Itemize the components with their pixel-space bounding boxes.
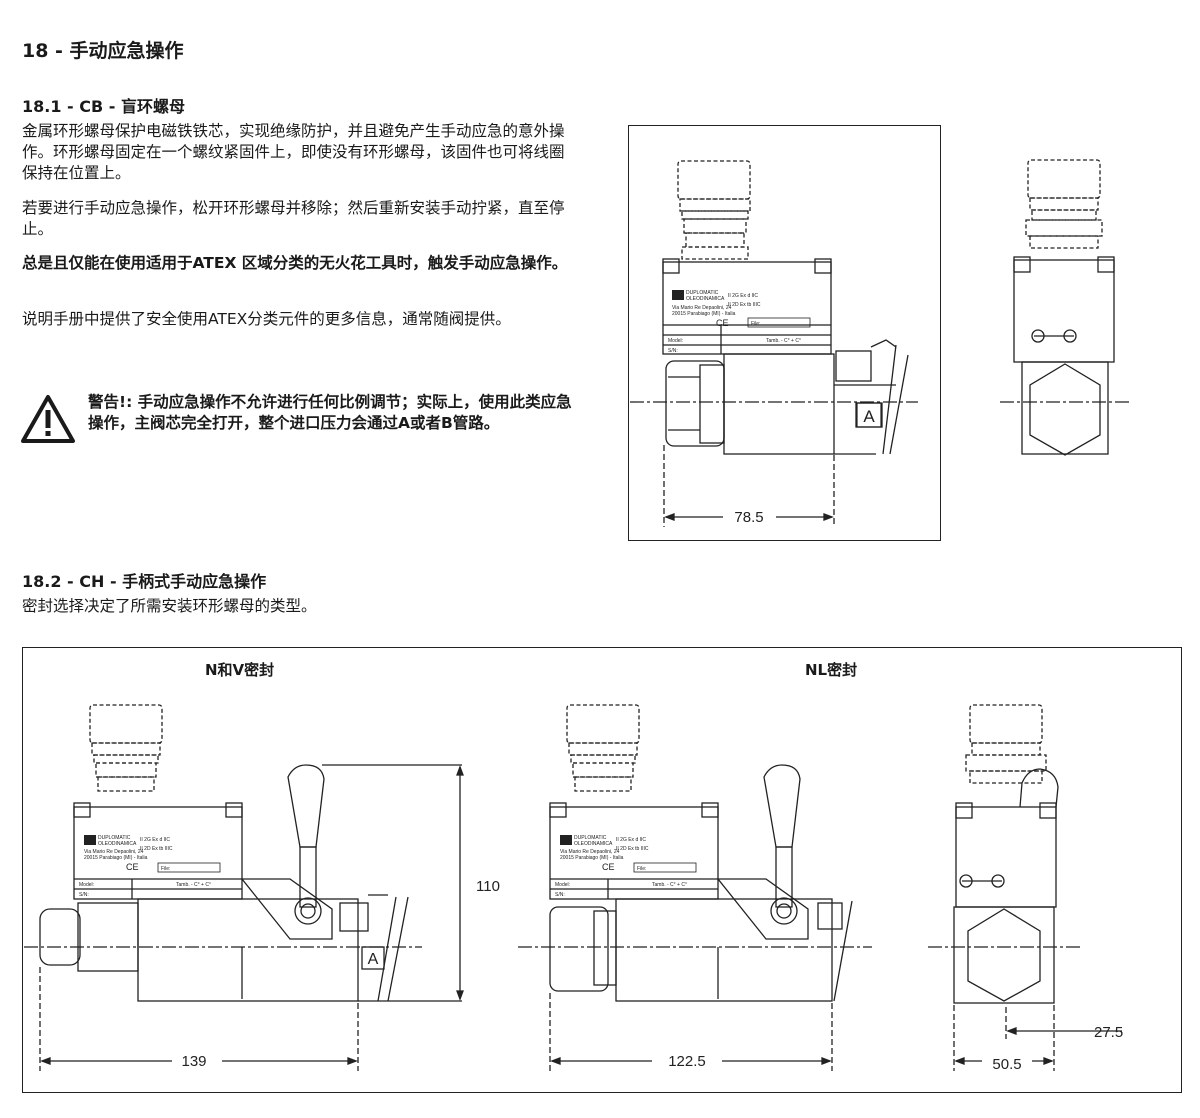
dimension-110: 110: [476, 878, 500, 895]
figure-18-1-box: [628, 125, 941, 541]
nameplate-left: DUPLOMATIC OLEODINAMICA II 2G Ex d IIC I…: [79, 835, 221, 898]
figure-18-2-drawing: DUPLOMATIC OLEODINAMICA II 2G Ex d IIC I…: [24, 704, 1123, 1073]
dimension-122-5: 122.5: [668, 1053, 706, 1070]
svg-text:II 2G Ex d IIC: II 2G Ex d IIC: [616, 837, 646, 843]
svg-text:Via Mario Re Depaolini, 24: Via Mario Re Depaolini, 24: [560, 849, 620, 855]
svg-text:II 2D Ex tb IIIC: II 2D Ex tb IIIC: [140, 846, 173, 852]
svg-text:II 2D Ex tb IIIC: II 2D Ex tb IIIC: [616, 846, 649, 852]
nameplate-addr-2: 20015 Parabiago (MI) - Italia: [672, 311, 736, 317]
figure-title-nl-seal: NL密封: [805, 661, 858, 679]
dimension-27-5: 27.5: [1094, 1024, 1123, 1041]
nameplate-model: Model:: [668, 338, 683, 344]
svg-text:II 2G Ex d IIC: II 2G Ex d IIC: [140, 837, 170, 843]
nameplate-file: File:: [751, 321, 760, 327]
figure-18-1-drawing: DUPLOMATIC OLEODINAMICA II 2G Ex d IIC I…: [630, 160, 918, 527]
svg-text:CE: CE: [126, 862, 139, 872]
nameplate-ex-1: II 2G Ex d IIC: [728, 293, 758, 299]
nameplate-middle: DUPLOMATIC OLEODINAMICA II 2G Ex d IIC I…: [555, 835, 697, 898]
svg-text:Tamb. - C° + C°: Tamb. - C° + C°: [176, 882, 211, 888]
paragraph-18-2: 密封选择决定了所需安装环形螺母的类型。: [22, 597, 317, 615]
nameplate-ce: CE: [716, 318, 729, 328]
svg-text:File:: File:: [637, 866, 646, 872]
nameplate-sn: S/N:: [668, 348, 678, 354]
section-title: 18 - 手动应急操作: [22, 40, 184, 62]
subsection-title-18-2: 18.2 - CH - 手柄式手动应急操作: [22, 572, 267, 591]
subsection-title-18-1: 18.1 - CB - 盲环螺母: [22, 97, 185, 116]
paragraph-1: 金属环形螺母保护电磁铁铁芯，实现绝缘防护，并且避免产生手动应急的意外操作。环形螺…: [22, 122, 565, 182]
svg-text:OLEODINAMICA: OLEODINAMICA: [574, 841, 613, 847]
svg-text:DUPLOMATIC: DUPLOMATIC: [98, 835, 131, 841]
svg-text:S/N:: S/N:: [555, 892, 565, 898]
nameplate-brand-2: OLEODINAMICA: [686, 296, 725, 302]
figure-18-1-side-view: [1000, 159, 1130, 456]
warning-text: 警告!: 手动应急操作不允许进行任何比例调节；实际上，使用此类应急操作，主阀芯完…: [88, 393, 572, 432]
paragraph-3-atex: 总是且仅能在使用适用于ATEX 区域分类的无火花工具时，触发手动应急操作。: [22, 254, 568, 272]
nameplate-addr-1: Via Mario Re Depaolini, 24: [672, 305, 732, 311]
figure-18-2-box: [22, 647, 1182, 1093]
figure-title-n-v-seal: N和V密封: [205, 661, 275, 679]
dimension-50-5: 50.5: [992, 1056, 1021, 1073]
paragraph-4: 说明手册中提供了安全使用ATEX分类元件的更多信息，通常随阀提供。: [22, 310, 511, 328]
svg-text:S/N:: S/N:: [79, 892, 89, 898]
port-label-a: A: [863, 407, 875, 426]
svg-text:Model:: Model:: [79, 882, 94, 888]
svg-text:Tamb. - C° + C°: Tamb. - C° + C°: [652, 882, 687, 888]
svg-text:20015 Parabiago (MI) - Italia: 20015 Parabiago (MI) - Italia: [560, 855, 624, 861]
port-label-a-left: A: [368, 951, 379, 968]
nameplate-ex-2: II 2D Ex tb IIIC: [728, 302, 761, 308]
svg-text:Via Mario Re Depaolini, 24: Via Mario Re Depaolini, 24: [84, 849, 144, 855]
nameplate-brand-1: DUPLOMATIC: [686, 290, 719, 296]
paragraph-2: 若要进行手动应急操作，松开环形螺母并移除；然后重新安装手动拧紧，直至停止。: [22, 199, 565, 238]
warning-triangle-icon: [21, 395, 75, 443]
svg-text:OLEODINAMICA: OLEODINAMICA: [98, 841, 137, 847]
svg-text:20015 Parabiago (MI) - Italia: 20015 Parabiago (MI) - Italia: [84, 855, 148, 861]
svg-text:Model:: Model:: [555, 882, 570, 888]
svg-text:DUPLOMATIC: DUPLOMATIC: [574, 835, 607, 841]
dimension-139: 139: [181, 1053, 206, 1070]
dimension-78-5: 78.5: [734, 509, 763, 526]
svg-text:CE: CE: [602, 862, 615, 872]
svg-text:File:: File:: [161, 866, 170, 872]
nameplate-tamb: Tamb. - C° + C°: [766, 338, 801, 344]
